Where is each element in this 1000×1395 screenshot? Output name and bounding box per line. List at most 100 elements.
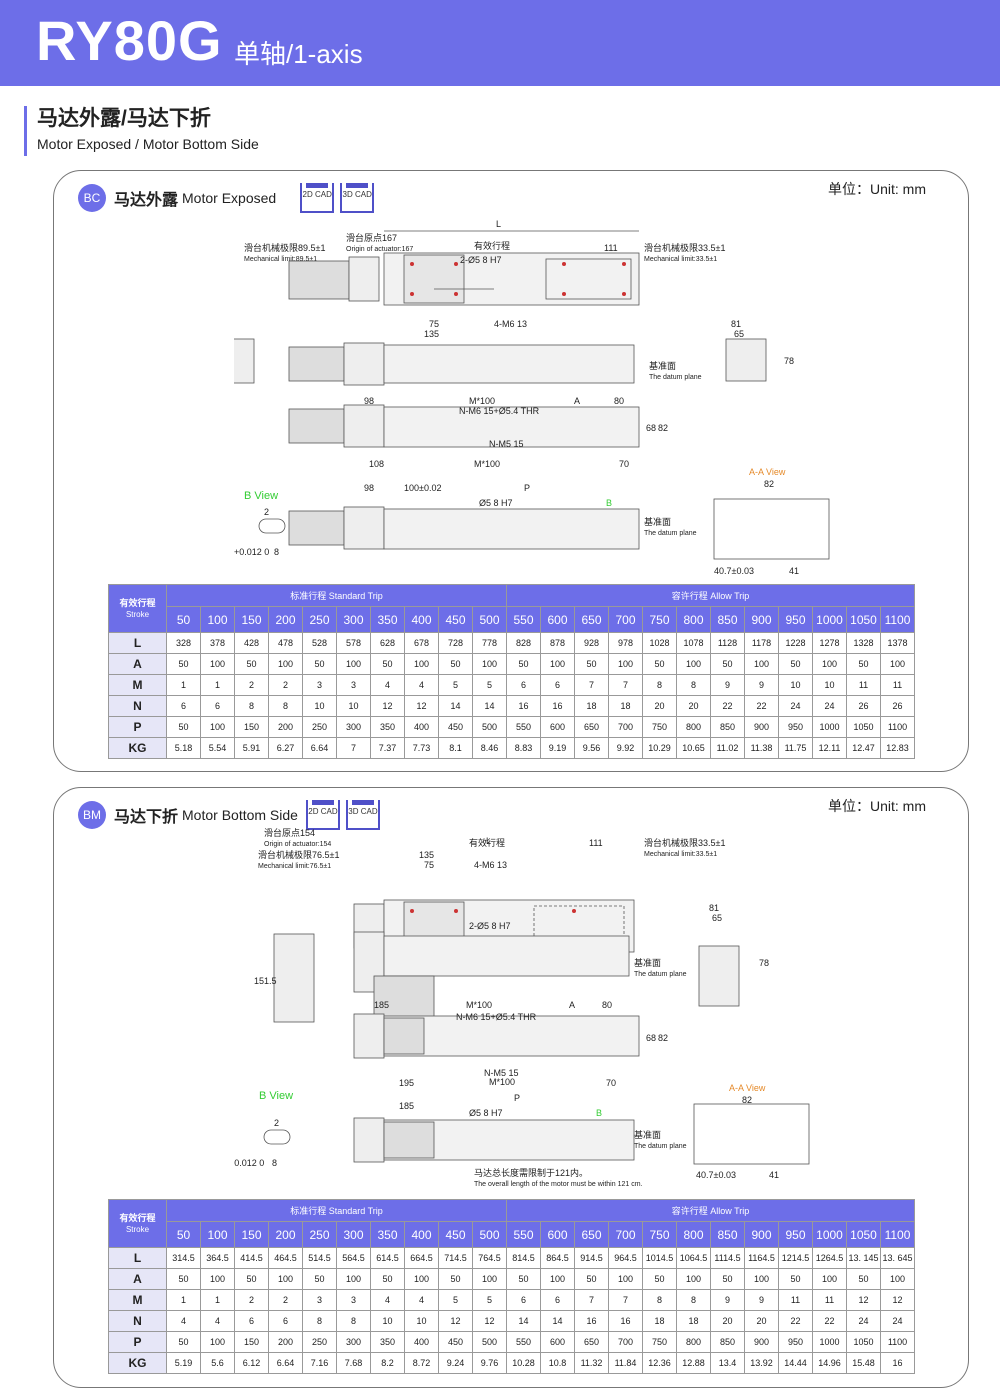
row-header: L (108, 1247, 167, 1269)
table-cell: 7.37 (370, 737, 405, 759)
dim-68: 68 (646, 1033, 656, 1043)
datum-label-2: 基准面 (634, 1129, 661, 1140)
dim-origin: 滑台原点154 (264, 827, 315, 838)
table-cell: 50 (370, 653, 405, 675)
panel-title-en: Motor Exposed (182, 190, 277, 206)
table-cell: 3 (302, 674, 337, 696)
dim-limit-right: 滑台机械极限33.5±1 (644, 837, 725, 848)
table-cell: 100 (404, 1268, 439, 1290)
table-cell: 3 (336, 1289, 371, 1311)
dim-65: 65 (734, 329, 744, 339)
table-cell: 100 (404, 653, 439, 675)
table-cell: 16 (506, 695, 541, 717)
table-cell: 950 (778, 1331, 813, 1353)
bottom-view (353, 1013, 640, 1059)
table-cell: 12.47 (846, 737, 881, 759)
dim-m6: 4-M6 13 (494, 319, 527, 329)
row-header: N (108, 1310, 167, 1332)
motor-note: 马达总长度需限制于121内。 (474, 1167, 588, 1178)
table-cell: 10 (404, 1310, 439, 1332)
dim-98b: 98 (364, 483, 374, 493)
table-cell: 16 (880, 1352, 915, 1374)
dim-78: 78 (759, 958, 769, 968)
dim-L: L (496, 219, 501, 229)
table-cell: 12.88 (676, 1352, 711, 1374)
table-cell: 50 (234, 653, 269, 675)
table-cell: 10 (812, 674, 847, 696)
table-cell: 1114.5 (710, 1247, 745, 1269)
table-cell: 6 (268, 1310, 303, 1332)
row-header: M (108, 1289, 167, 1311)
table-cell: 14.44 (778, 1352, 813, 1374)
table-cell: 364.5 (200, 1247, 235, 1269)
cad-2d-icon[interactable]: 2D CAD (300, 183, 335, 213)
dim-65: 65 (712, 913, 722, 923)
table-cell: 11.38 (744, 737, 779, 759)
table-cell: 50 (846, 1268, 881, 1290)
table-cell: 4 (404, 1289, 439, 1311)
table-cell: 100 (472, 1268, 507, 1290)
dim-151-5: 151.5 (254, 976, 277, 986)
col-header: 1000 (812, 1221, 847, 1248)
table-cell: 7 (336, 737, 371, 759)
table-cell: 5.18 (166, 737, 201, 759)
dim-111: 111 (604, 243, 618, 253)
dim-origin: 滑台原点167 (346, 232, 397, 243)
col-header: 900 (744, 1221, 779, 1248)
table-cell: 7.68 (336, 1352, 371, 1374)
table-cell: 6 (200, 695, 235, 717)
table-cell: 100 (744, 653, 779, 675)
table-cell: 13.4 (710, 1352, 745, 1374)
table-cell: 100 (200, 716, 235, 738)
table-cell: 50 (506, 653, 541, 675)
cad-2d-icon[interactable]: 2D CAD (305, 800, 340, 830)
dim-70: 70 (606, 1078, 616, 1088)
table-cell: 150 (234, 1331, 269, 1353)
table-cell: 20 (744, 1310, 779, 1332)
table-cell: 10 (336, 695, 371, 717)
dim-68: 68 (646, 423, 656, 433)
table-cell: 50 (166, 1331, 201, 1353)
dim-78: 78 (784, 356, 794, 366)
table-cell: 10 (302, 695, 337, 717)
table-cell: 18 (574, 695, 609, 717)
table-cell: 13. 645 (880, 1247, 915, 1269)
table-cell: 24 (778, 695, 813, 717)
col-header: 1100 (880, 1221, 915, 1248)
col-header: 300 (336, 1221, 371, 1248)
table-cell: 22 (710, 695, 745, 717)
table-cell: 8.83 (506, 737, 541, 759)
datum-label: 基准面 (634, 957, 661, 968)
table-cell: 628 (370, 632, 405, 654)
cad-3d-icon[interactable]: 3D CAD (345, 800, 380, 830)
table-cell: 8.2 (370, 1352, 405, 1374)
col-header: 100 (200, 1221, 235, 1248)
col-header: 1050 (846, 1221, 881, 1248)
panel-motor-exposed: BC 马达外露 Motor Exposed 2D CAD 3D CAD 单位：U… (53, 170, 969, 772)
table-cell: 12.36 (642, 1352, 677, 1374)
table-cell: 50 (574, 653, 609, 675)
table-cell: 550 (506, 716, 541, 738)
dim-m100b: M*100 (489, 1077, 515, 1087)
row-header: KG (108, 737, 167, 759)
unit-label: 单位：Unit: mm (828, 181, 926, 197)
table-cell: 14 (540, 1310, 575, 1332)
table-cell: 800 (676, 1331, 711, 1353)
dim-A: A (569, 1000, 575, 1010)
table-cell: 8.1 (438, 737, 473, 759)
panel-title-en: Motor Bottom Side (182, 807, 298, 823)
table-cell: 50 (234, 1268, 269, 1290)
bottom-view (288, 404, 640, 448)
table-cell: 4 (200, 1310, 235, 1332)
table-cell: 100 (812, 1268, 847, 1290)
cad-3d-icon[interactable]: 3D CAD (340, 183, 375, 213)
table-cell: 850 (710, 1331, 745, 1353)
dim-8: 8 (274, 547, 279, 557)
table-cell: 50 (166, 1268, 201, 1290)
dim-limit-left: 滑台机械极限89.5±1 (244, 242, 325, 253)
col-header: 150 (234, 606, 269, 633)
